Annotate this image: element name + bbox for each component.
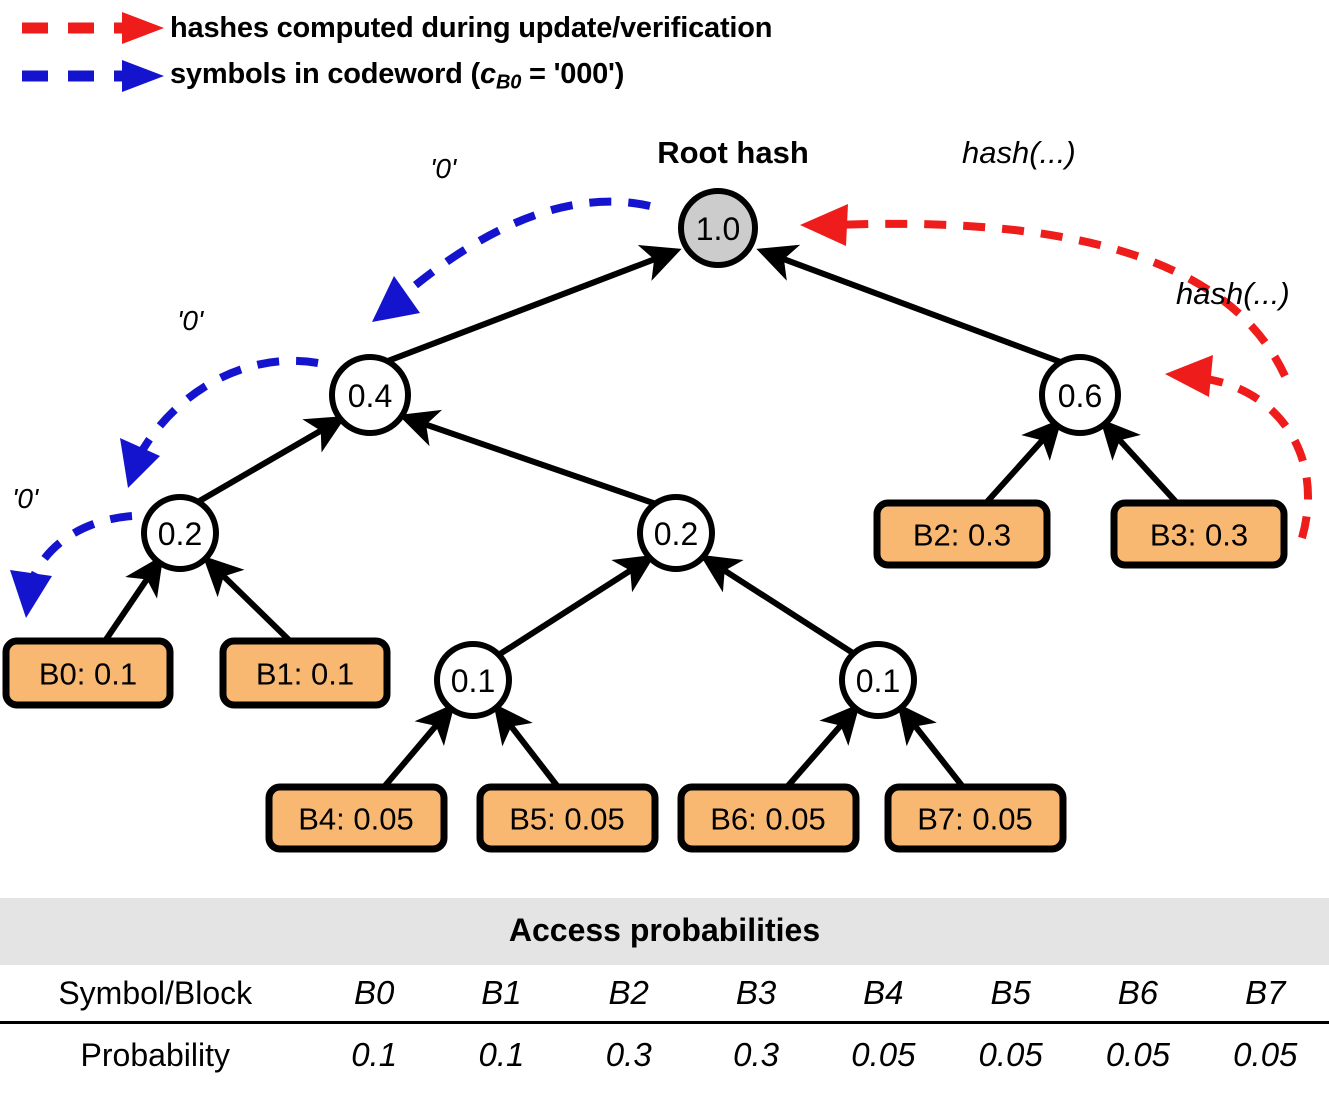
tree-edges — [102, 244, 1180, 789]
edge-n02a-n04 — [194, 415, 347, 506]
edge-B7-n01b — [897, 703, 966, 789]
leaf-label-B7: B7: 0.05 — [917, 802, 1032, 837]
table-col-head-B1: B1 — [481, 974, 522, 1011]
table-col-head-B6: B6 — [1117, 974, 1159, 1011]
table-cell-B0: 0.1 — [351, 1036, 398, 1073]
leaf-node-B4[interactable]: B4: 0.05 — [265, 783, 448, 853]
tree-node-0-1-right-value: 0.1 — [856, 663, 900, 699]
tree-node-root[interactable]: 1.0 — [678, 188, 758, 268]
table-cell-B6: 0.05 — [1105, 1036, 1171, 1073]
hash-label-upper: hash(...) — [962, 135, 1076, 170]
table-row-head-probability: Probability — [80, 1036, 230, 1073]
table-col-head-B5: B5 — [990, 974, 1031, 1011]
tree-node-0-1-right[interactable]: 0.1 — [839, 641, 917, 719]
edge-B1-n02a — [202, 555, 293, 644]
edge-B5-n01a — [493, 703, 561, 789]
leaf-label-B6: B6: 0.05 — [710, 802, 825, 837]
leaf-label-B0: B0: 0.1 — [39, 657, 137, 692]
tree-node-0-6[interactable]: 0.6 — [1039, 354, 1121, 436]
tree-node-root-value: 1.0 — [696, 211, 740, 247]
leaf-label-B1: B1: 0.1 — [256, 657, 354, 692]
hash-arrow-n06-head — [1165, 355, 1213, 397]
edge-B6-n01b — [784, 703, 860, 789]
dashed-arrow-icon-red — [22, 12, 164, 44]
hash-label-lower: hash(...) — [1176, 276, 1290, 311]
hash-arrows: hash(...) hash(...) — [800, 135, 1312, 540]
table-col-head-B0: B0 — [353, 974, 395, 1011]
tree-node-0-2-left-value: 0.2 — [158, 516, 202, 552]
legend-symbols-sub: B0 — [495, 71, 522, 94]
leaf-label-B5: B5: 0.05 — [509, 802, 624, 837]
leaf-node-B0[interactable]: B0: 0.1 — [2, 637, 174, 709]
table-cell-B7: 0.05 — [1233, 1036, 1298, 1073]
merkle-tree-diagram: hash(...) hash(...) '0' '0' '0' Root has… — [2, 135, 1312, 853]
table-title-row: Access probabilities — [0, 898, 1329, 965]
legend-item-symbols: symbols in codeword (cB0 = '000') — [0, 56, 624, 96]
edge-n01b-n02b — [699, 554, 858, 658]
symbol-label-bottom: '0' — [12, 483, 40, 514]
table-col-head-B2: B2 — [608, 974, 649, 1011]
legend: hashes computed during update/verificati… — [0, 0, 1329, 110]
table-cell-B4: 0.05 — [851, 1036, 916, 1073]
hash-arrow-root — [834, 219, 1289, 378]
legend-symbols-pre: symbols in codeword ( — [170, 57, 481, 90]
leaf-node-B1[interactable]: B1: 0.1 — [219, 637, 391, 709]
table-cell-B5: 0.05 — [978, 1036, 1043, 1073]
edge-n02b-n04 — [398, 409, 657, 507]
leaf-node-B6[interactable]: B6: 0.05 — [677, 783, 860, 853]
table-col-head-B3: B3 — [735, 974, 777, 1011]
hash-arrow-root-head — [800, 204, 848, 246]
leaf-boxes: B0: 0.1 B1: 0.1 B2: 0.3 B3: 0.3 B4: 0.05… — [2, 499, 1288, 853]
edge-B2-n06 — [983, 418, 1063, 506]
access-probabilities-table: Access probabilities Symbol/Block B0 B1 … — [0, 898, 1329, 1078]
table-col-head-B7: B7 — [1245, 974, 1286, 1011]
legend-label-hashes: hashes computed during update/verificati… — [170, 11, 773, 44]
symbol-arrows: '0' '0' '0' — [10, 153, 651, 618]
symbol-label-top: '0' — [430, 153, 458, 184]
symbol-arrow-n04 — [134, 356, 319, 460]
symbol-label-mid: '0' — [177, 305, 205, 336]
tree-node-0-4[interactable]: 0.4 — [329, 354, 411, 436]
edge-B3-n06 — [1099, 418, 1180, 506]
tree-node-0-1-left[interactable]: 0.1 — [434, 641, 512, 719]
edge-n01a-n02b — [498, 554, 656, 657]
leaf-node-B7[interactable]: B7: 0.05 — [884, 783, 1067, 853]
table-row-head-symbol: Symbol/Block — [58, 974, 253, 1011]
edge-n06-root — [756, 244, 1068, 367]
tree-node-0-1-left-value: 0.1 — [451, 663, 495, 699]
tree-node-0-6-value: 0.6 — [1058, 378, 1102, 414]
table-row: Probability 0.1 0.1 0.3 0.3 0.05 0.05 0.… — [0, 1023, 1329, 1079]
legend-symbols-post: = '000') — [521, 57, 625, 90]
symbol-arrow-n02a-head — [10, 570, 52, 618]
tree-node-0-2-right[interactable]: 0.2 — [637, 494, 715, 572]
symbol-arrow-root-head — [372, 276, 420, 322]
root-hash-caption: Root hash — [657, 135, 809, 170]
leaf-node-B5[interactable]: B5: 0.05 — [476, 783, 659, 853]
legend-symbols-var: c — [480, 57, 496, 90]
table-cell-B2: 0.3 — [605, 1036, 652, 1073]
edge-B4-n01a — [381, 703, 455, 789]
tree-node-0-4-value: 0.4 — [348, 378, 392, 414]
leaf-label-B4: B4: 0.05 — [298, 802, 413, 837]
edge-B0-n02a — [102, 555, 164, 643]
legend-item-hashes: hashes computed during update/verificati… — [0, 8, 773, 48]
dashed-arrow-icon-blue — [22, 60, 164, 92]
legend-label-symbols: symbols in codeword (cB0 = '000') — [170, 58, 624, 95]
leaf-label-B3: B3: 0.3 — [1150, 518, 1248, 553]
tree-node-0-2-right-value: 0.2 — [654, 516, 698, 552]
table-title: Access probabilities — [0, 898, 1329, 965]
table-col-head-B4: B4 — [863, 974, 904, 1011]
symbol-arrow-root — [397, 197, 651, 302]
tree-nodes: 1.0 0.4 0.6 0.2 0.2 0.1 — [141, 188, 1121, 719]
table-cell-B3: 0.3 — [733, 1036, 779, 1073]
tree-node-0-2-left[interactable]: 0.2 — [141, 494, 219, 572]
table-header-row: Symbol/Block B0 B1 B2 B3 B4 B5 B6 B7 — [0, 965, 1329, 1023]
table-cell-B1: 0.1 — [478, 1036, 525, 1073]
leaf-node-B3[interactable]: B3: 0.3 — [1110, 499, 1288, 569]
edge-n04-root — [378, 245, 682, 367]
leaf-node-B2[interactable]: B2: 0.3 — [873, 499, 1051, 569]
symbol-arrow-n04-head — [120, 438, 160, 488]
leaf-label-B2: B2: 0.3 — [913, 518, 1011, 553]
